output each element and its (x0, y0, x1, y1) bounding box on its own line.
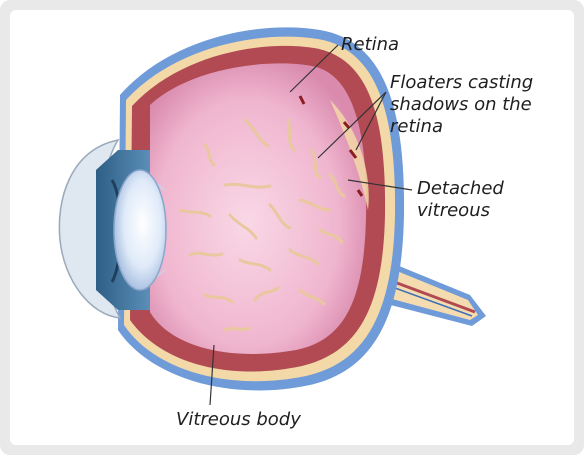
floater (225, 328, 250, 330)
retina-label-text: Retina (341, 34, 399, 55)
floaters-label: Floaters casting shadows on the retina (390, 72, 533, 138)
vitreous-body-label: Vitreous body (176, 409, 301, 431)
floater (190, 253, 222, 255)
detached-vitreous-label-line-2: vitreous (417, 200, 504, 222)
vitreous-body-label-text: Vitreous body (176, 409, 301, 430)
floaters-label-line-3: retina (390, 116, 533, 138)
floaters-label-line-1: Floaters casting (390, 72, 533, 94)
lens (114, 170, 166, 290)
retina-label: Retina (341, 34, 399, 56)
detached-vitreous-label: Detached vitreous (417, 178, 504, 222)
detached-vitreous-label-line-1: Detached (417, 178, 504, 200)
floaters-label-line-2: shadows on the (390, 94, 533, 116)
